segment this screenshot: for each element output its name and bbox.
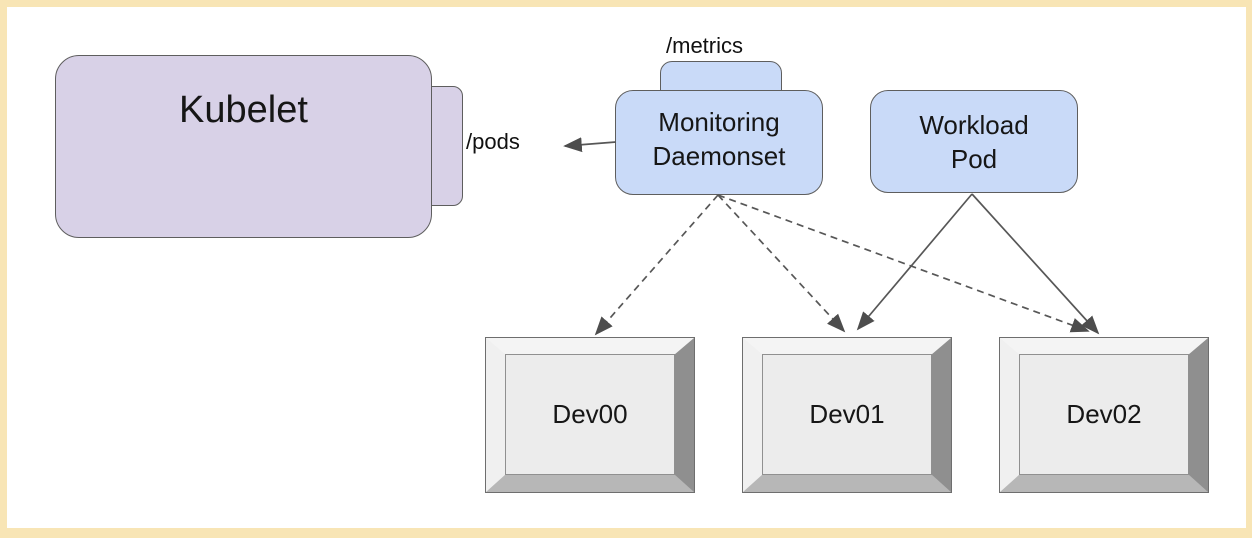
device-node-dev01: Dev01	[742, 337, 952, 493]
metrics-endpoint-label: /metrics	[666, 33, 743, 58]
dev01-label: Dev01	[809, 399, 885, 429]
kubelet-node: Kubelet	[55, 55, 432, 238]
device-bevel	[1000, 338, 1208, 492]
monitoring-daemonset-node: Monitoring Daemonset	[615, 90, 823, 195]
dev02-label: Dev02	[1066, 399, 1142, 429]
kubelet-label: Kubelet	[179, 89, 308, 131]
dev00-label: Dev00	[552, 399, 628, 429]
device-bevel	[486, 338, 694, 492]
device-node-dev02: Dev02	[999, 337, 1209, 493]
workload-pod-label: Workload Pod	[919, 109, 1029, 174]
pods-endpoint-label: /pods	[466, 129, 520, 154]
device-bevel	[743, 338, 951, 492]
device-face: Dev01	[762, 354, 932, 475]
workload-pod-node: Workload Pod	[870, 90, 1078, 193]
device-face: Dev02	[1019, 354, 1189, 475]
device-node-dev00: Dev00	[485, 337, 695, 493]
monitoring-daemonset-label: Monitoring Daemonset	[652, 106, 786, 171]
device-face: Dev00	[505, 354, 675, 475]
